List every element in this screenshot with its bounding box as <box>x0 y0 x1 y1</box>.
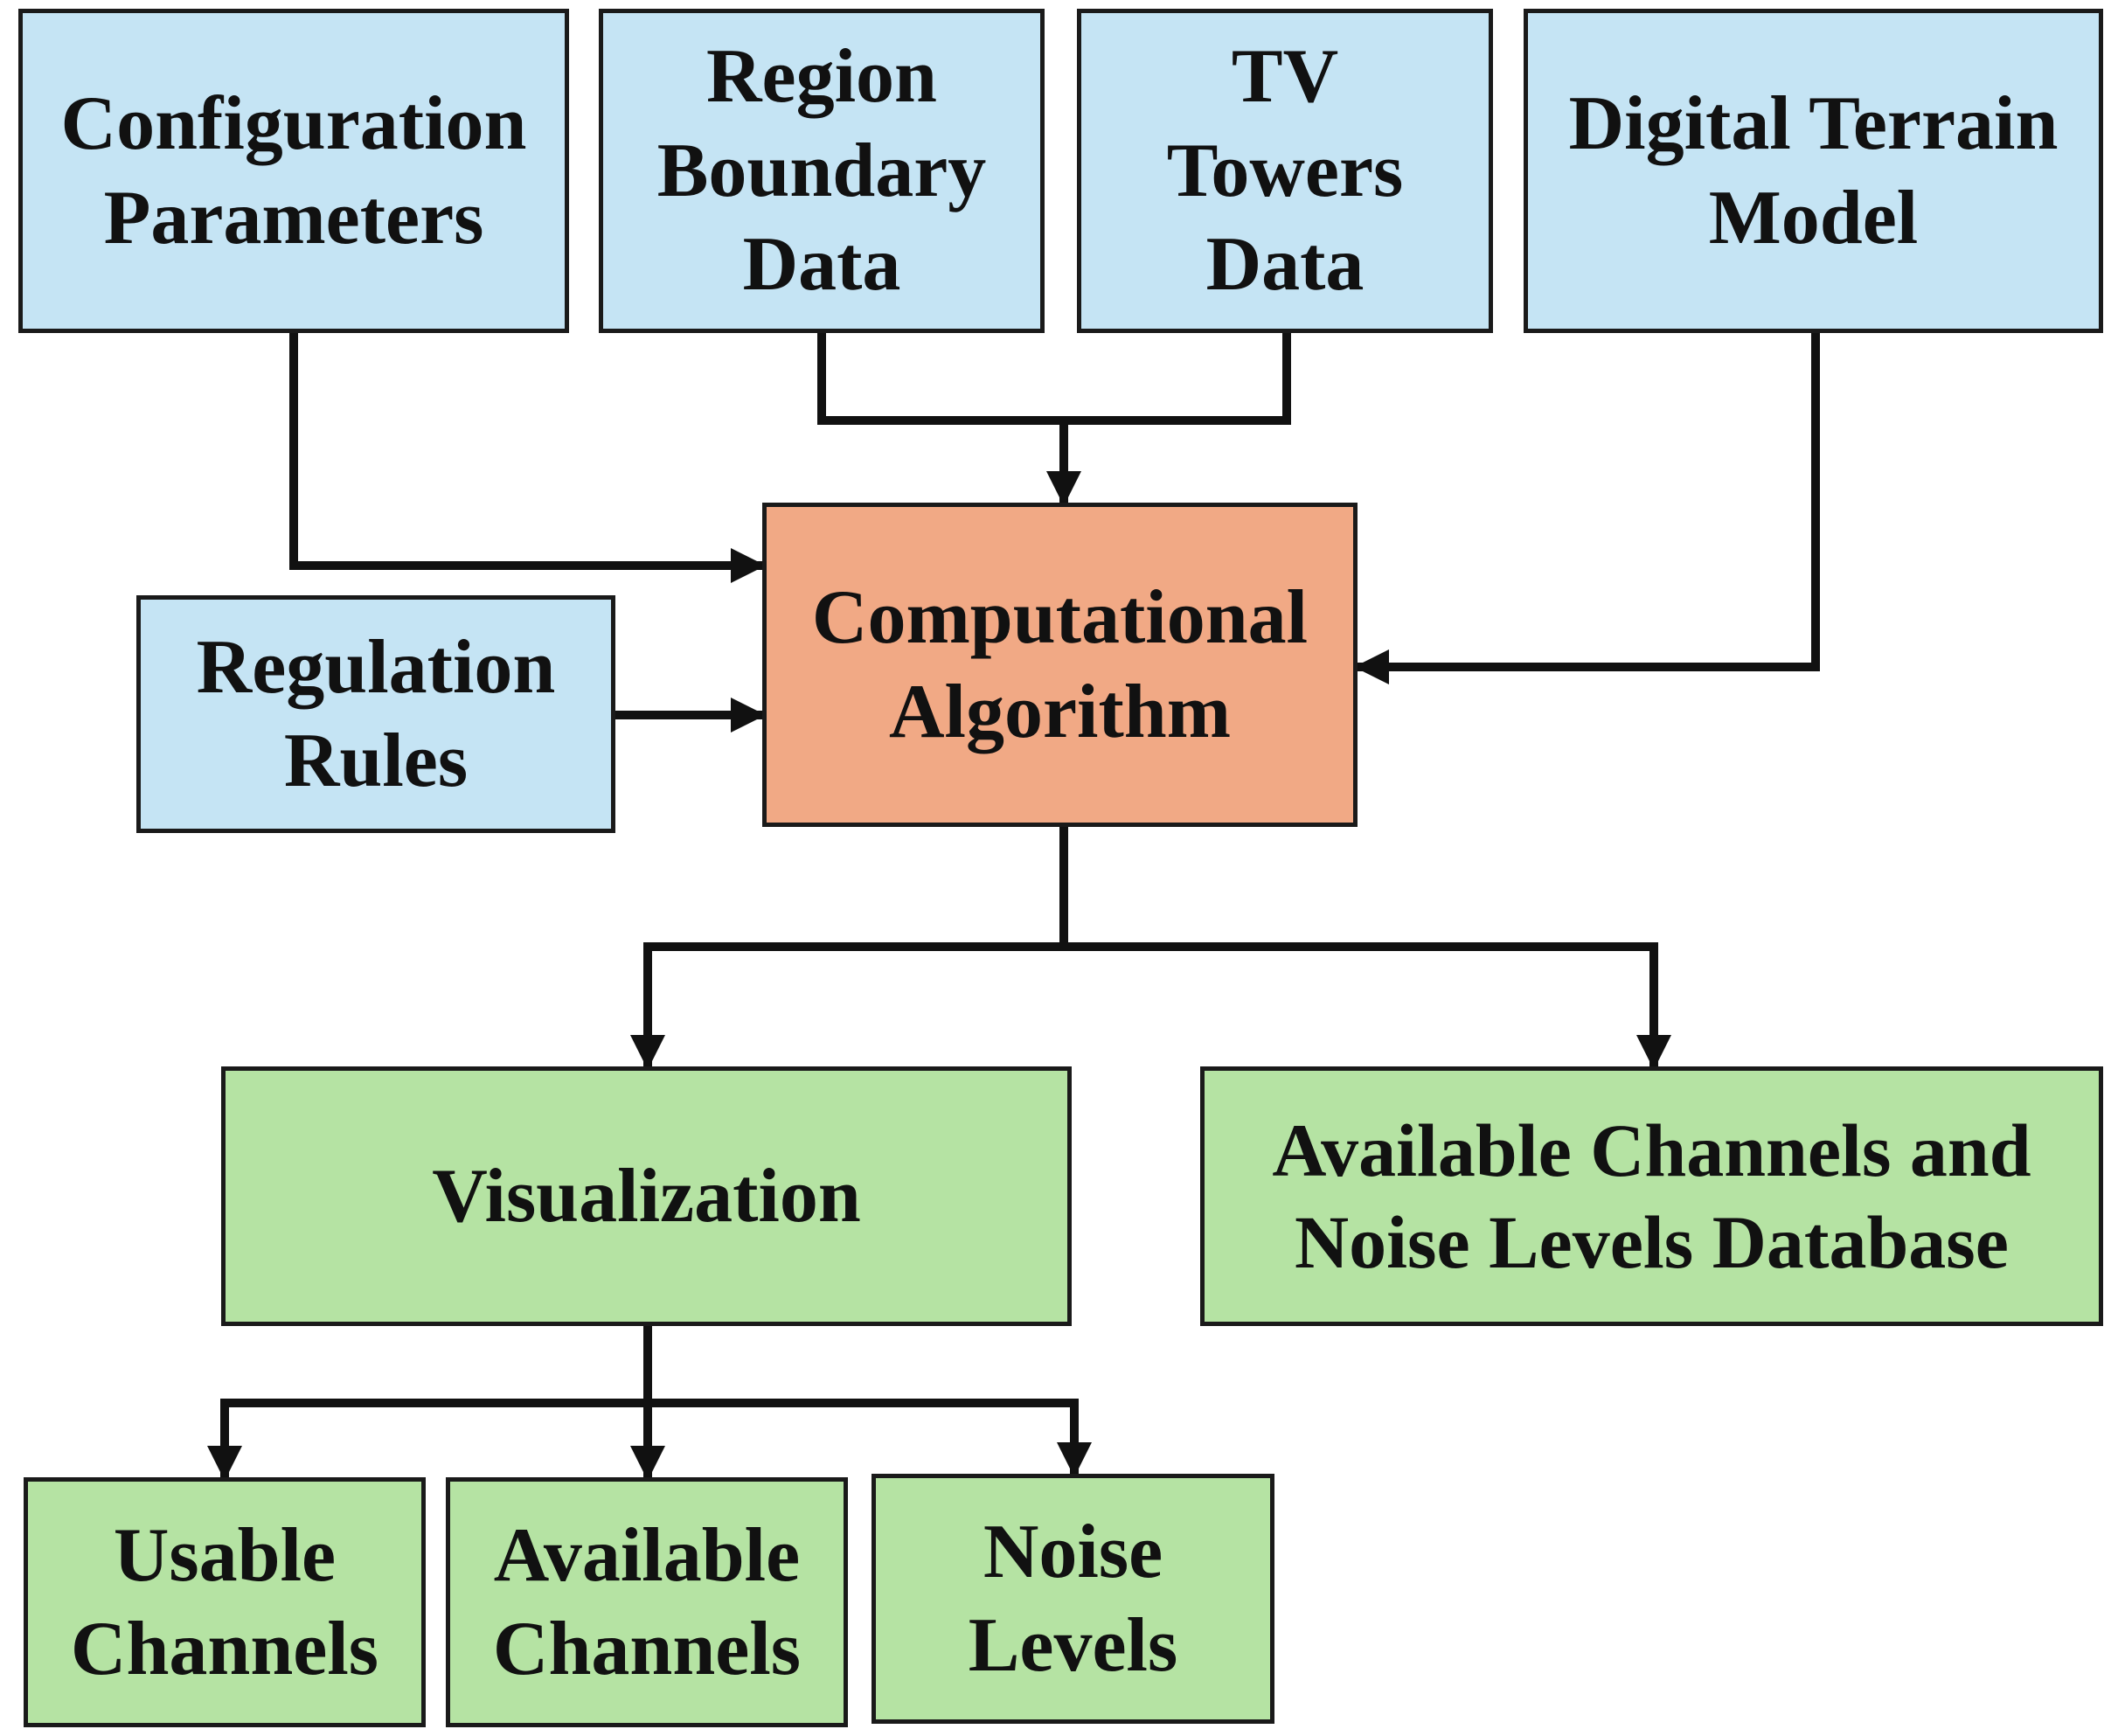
node-label: Configuration Parameters <box>61 77 527 265</box>
label-line: Rules <box>283 719 469 803</box>
edge-algo-to-db <box>1059 942 1671 1070</box>
edge-dtm-to-algo <box>1354 333 1820 684</box>
node-regulation-rules: Regulation Rules <box>136 595 615 833</box>
node-visualization: Visualization <box>221 1066 1072 1326</box>
edge-vis-to-usable <box>207 1399 652 1481</box>
label-line: Levels <box>968 1603 1178 1688</box>
node-configuration-parameters: Configuration Parameters <box>18 9 569 333</box>
node-available-channels: Available Channels <box>446 1477 848 1727</box>
label-line: TV <box>1231 34 1339 120</box>
label-line: Noise <box>983 1509 1163 1594</box>
edge-region-to-algo <box>817 333 1064 425</box>
node-region-boundary-data: Region Boundary Data <box>599 9 1045 333</box>
node-channels-noise-database: Available Channels and Noise Levels Data… <box>1200 1066 2103 1326</box>
label-line: Regulation <box>196 624 556 710</box>
edge-algo-to-vis <box>630 942 1068 1070</box>
node-label: TV Towers Data <box>1167 30 1404 311</box>
node-computational-algorithm: Computational Algorithm <box>762 503 1358 827</box>
edge-vis-to-noise <box>643 1399 1092 1477</box>
label-line: Data <box>1205 222 1365 308</box>
node-tv-towers-data: TV Towers Data <box>1077 9 1493 333</box>
node-digital-terrain-model: Digital Terrain Model <box>1524 9 2103 333</box>
label-line: Data <box>742 222 901 308</box>
label-line: Visualization <box>432 1153 861 1239</box>
node-label: Noise Levels <box>969 1505 1178 1693</box>
label-line: Available <box>493 1512 801 1598</box>
label-line: Towers <box>1166 128 1404 213</box>
label-line: Available Channels and <box>1272 1108 2031 1192</box>
node-usable-channels: Usable Channels <box>24 1477 426 1727</box>
label-line: Configuration <box>60 81 527 167</box>
label-line: Parameters <box>103 175 484 260</box>
node-label: Visualization <box>432 1149 861 1243</box>
label-line: Boundary <box>656 128 987 213</box>
node-label: Available Channels and Noise Levels Data… <box>1272 1105 2031 1288</box>
label-line: Region <box>705 34 937 120</box>
node-label: Regulation Rules <box>197 621 556 809</box>
label-line: Algorithm <box>888 669 1232 754</box>
node-label: Usable Channels <box>71 1509 378 1697</box>
node-label: Computational Algorithm <box>812 571 1308 759</box>
label-line: Channels <box>492 1607 802 1691</box>
node-label: Digital Terrain Model <box>1569 77 2059 265</box>
node-label: Region Boundary Data <box>657 30 987 311</box>
label-line: Channels <box>70 1607 379 1691</box>
node-label: Available Channels <box>493 1509 801 1697</box>
edge-config-to-algo <box>289 333 766 583</box>
edge-towers-to-algo <box>1059 333 1291 425</box>
node-noise-levels: Noise Levels <box>872 1474 1274 1724</box>
label-line: Usable <box>113 1512 337 1598</box>
label-line: Noise Levels Database <box>1295 1199 2009 1284</box>
label-line: Model <box>1708 175 1919 260</box>
label-line: Computational <box>811 575 1309 661</box>
label-line: Digital Terrain <box>1568 81 2059 167</box>
